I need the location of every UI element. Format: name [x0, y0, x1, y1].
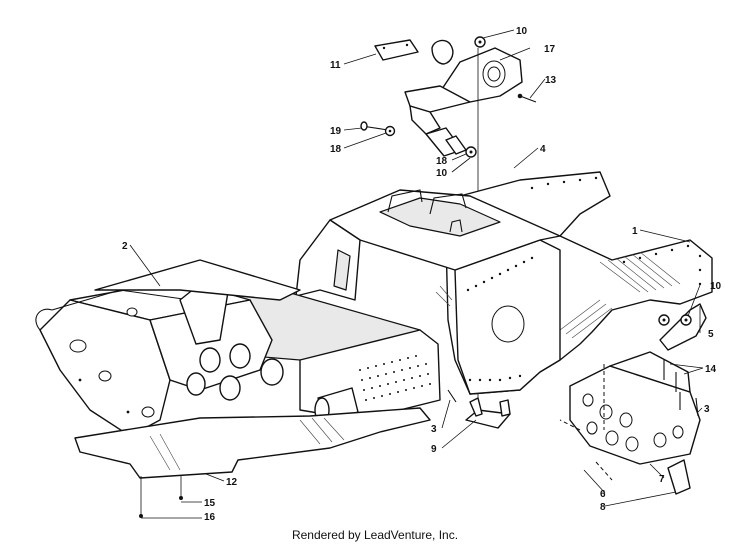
upper-bracket-assembly — [360, 36, 537, 158]
front-nose-panel — [299, 329, 441, 423]
callout-18: 18 — [330, 144, 342, 155]
callout-5: 5 — [708, 329, 714, 340]
assembly-guides — [559, 364, 613, 481]
callout-6: 6 — [600, 489, 606, 500]
callout-4: 4 — [540, 144, 546, 155]
callout-11: 11 — [330, 60, 341, 71]
footer-credit: Rendered by LeadVenture, Inc. — [291, 528, 459, 542]
callout-9: 9 — [431, 444, 437, 455]
callout-15: 15 — [204, 498, 216, 509]
callout-10: 10 — [516, 26, 528, 37]
callout-3: 3 — [704, 404, 710, 415]
callout-16: 16 — [204, 512, 216, 523]
callout-18: 18 — [436, 156, 448, 167]
callout-10: 10 — [710, 281, 722, 292]
callout-14: 14 — [705, 364, 717, 375]
callout-12: 12 — [226, 477, 238, 488]
belly-pan — [74, 407, 431, 479]
callouts: 10 17 11 13 19 18 18 10 4 1 2 10 5 14 3 … — [122, 26, 722, 523]
callout-1: 1 — [632, 226, 638, 237]
callout-7: 7 — [659, 474, 665, 485]
callout-2: 2 — [122, 241, 128, 252]
front-bumper-assembly — [35, 259, 421, 437]
callout-17: 17 — [544, 44, 556, 55]
base-plate — [139, 389, 699, 518]
bottom-skid-plate — [569, 303, 707, 495]
callout-10: 10 — [436, 168, 448, 179]
leader-lines — [129, 29, 704, 507]
callout-13: 13 — [545, 75, 557, 86]
callout-3: 3 — [431, 424, 437, 435]
callout-19: 19 — [330, 126, 342, 137]
main-frame — [295, 171, 713, 395]
callout-8: 8 — [600, 502, 606, 513]
